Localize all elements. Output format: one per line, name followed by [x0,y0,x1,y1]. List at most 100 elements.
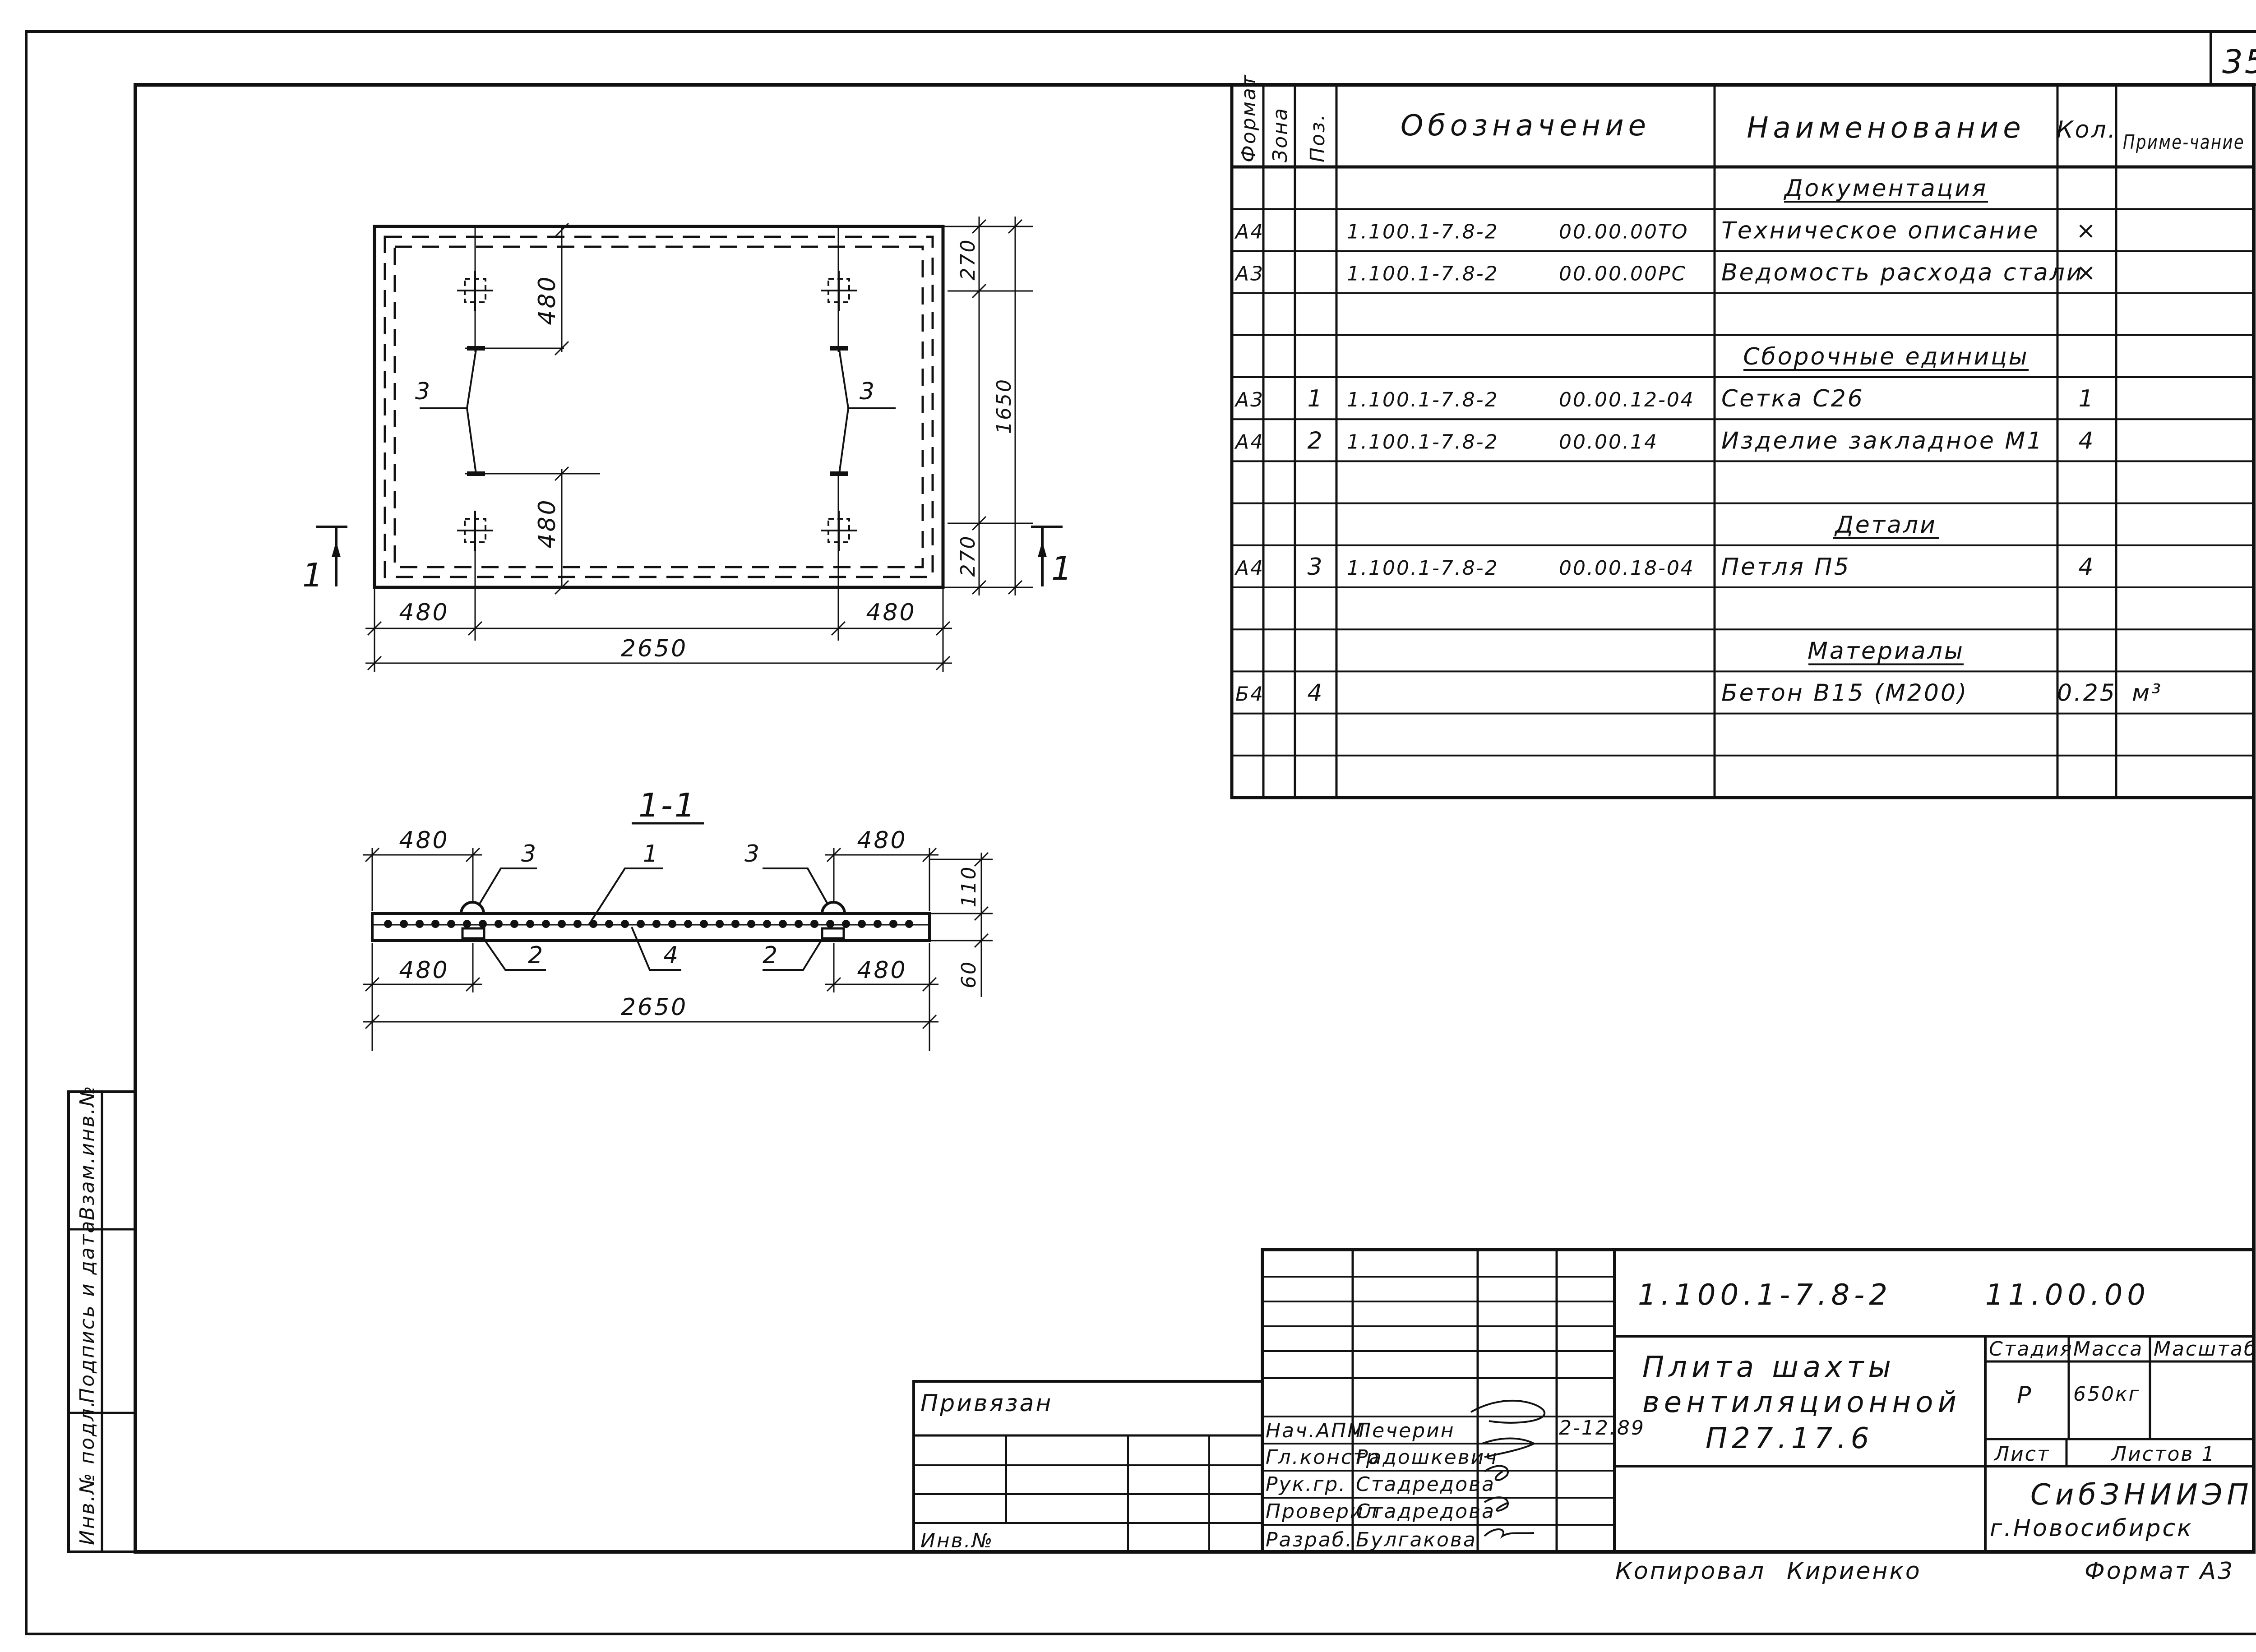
list-label: Лист [1993,1443,2050,1466]
spec-cell-poz: 4 [1307,680,1324,707]
spec-row: Материалы [1808,637,1964,665]
copied-by-label: Копировал [1615,1558,1766,1585]
frame-border [134,83,2256,1554]
spec-cell-format: А4 [1234,430,1264,453]
title-block: Привязан Инв.№ Нач.АПМПечеринГл.констрРа… [912,1248,2256,1554]
stamp-role-row: Разраб.Булгакова [1266,1528,1477,1551]
spec-section-title: Сборочные единицы [1743,343,2029,370]
stamp-date: 2-12.89 [1559,1417,1645,1440]
plan-view: 3 3 480 480 [302,217,1074,672]
plan-dim-bottom: 270 [957,535,980,577]
sheet-number: 35 [2222,43,2256,81]
copier-name: Кириенко [1787,1558,1922,1585]
rebar-dot [826,920,834,928]
spec-header-qty: Кол. [2057,116,2117,143]
spec-cell-qty: × [2076,217,2098,244]
stamp-role: Рук.гр. [1266,1473,1346,1496]
right-dimension-lines [943,217,1033,595]
stamp-person: Радошкевич [1356,1446,1498,1469]
stamp-person: Стадредова [1356,1473,1495,1496]
side-stamp-vzam-inv: Взам.инв.№ [76,1084,99,1220]
signatures [1470,1399,1545,1539]
section-label-2a: 2 [528,942,545,969]
section-dimension-lines [363,847,993,1051]
section-dim-top-right: 480 [857,827,907,854]
spec-cell-name: Сетка С26 [1721,385,1864,412]
section-mark-left: 1 [302,556,325,594]
rebar-dot [431,920,439,928]
rebar-dot [700,920,708,928]
doc-title-line2: вентиляционной [1642,1386,1961,1419]
section-dim-lower: 60 [957,960,980,988]
section-label-3a: 3 [521,840,538,868]
section-label-3b: 3 [744,840,761,868]
rebar-dot [779,920,787,928]
section-title: 1-1 [638,786,697,824]
stamp-row-lines [1262,1276,1614,1526]
section-embed-left [461,927,485,940]
rebar-dot [621,920,629,928]
bottom-dimension-lines [365,541,952,672]
stamp-person: Булгакова [1356,1528,1477,1551]
spec-header-designation: Обозначение [1401,109,1650,143]
plan-callout-left: 3 [415,378,432,405]
spec-cell-note: м³ [2132,680,2163,707]
plan-dim-inner-top: 480 [534,275,561,325]
spec-row: Документация [1784,175,1988,203]
plan-dim-right: 480 [866,599,916,626]
rebar-outline-outer [384,235,934,578]
spec-cell-name: Бетон В15 (М200) [1721,680,1968,707]
rebar-dot [889,920,897,928]
spec-cell-name: Ведомость расхода стали [1721,259,2084,286]
spec-cell-format: А3 [1234,388,1264,411]
rebar-dot [747,920,755,928]
spec-cell-name: Техническое описание [1721,217,2039,244]
spec-cell-code: 1.100.1-7.8-2 [1347,557,1499,580]
callout-leaders [420,349,896,474]
rebar-dot [542,920,550,928]
spec-section-title: Детали [1834,512,1937,539]
spec-cell-sub: 00.00.18-04 [1559,557,1695,580]
spec-header-name: Наименование [1747,111,2025,145]
section-label-4: 4 [663,942,680,969]
spec-header-note: Приме-чание [2123,131,2245,154]
lifting-loops [467,346,848,476]
section-arrow-right [1038,541,1047,557]
rebar-dot [384,920,392,928]
section-mark-right: 1 [1051,549,1074,587]
section-dim-total: 2650 [621,994,688,1021]
doc-sub-code: 11.00.00 [1985,1278,2150,1312]
stamp-role: Нач.АПМ [1266,1419,1366,1442]
spec-header-poz: Поз. [1306,113,1329,162]
stamp-roles: Нач.АПМПечеринГл.констрРадошкевичРук.гр.… [1266,1419,1498,1551]
rebar-dot [905,920,913,928]
plan-dim-top: 270 [957,239,980,281]
stamp-role-row: Рук.гр. Стадредова [1266,1473,1495,1496]
spec-cell-format: А4 [1234,220,1264,243]
rebar-dot [495,920,503,928]
org-name: СибЗНИИЭП [2030,1478,2253,1512]
rebar-dot [526,920,534,928]
rebar-dot [479,920,487,928]
stamp-role: Разраб. [1266,1528,1353,1551]
spec-cell-qty: 4 [2078,427,2095,454]
section-view: 1-1 3 1 3 2 4 2 [363,786,993,1051]
spec-row-lines [1232,208,2254,757]
rebar-dot [842,920,850,928]
rebar-dot [447,920,455,928]
rebar-dot [763,920,771,928]
spec-cell-sub: 00.00.00РС [1559,263,1687,286]
rebar-dot [684,920,692,928]
rebar-dot [874,920,882,928]
rebar-dot [573,920,582,928]
spec-cell-name: Изделие закладное М1 [1721,427,2043,454]
rebar-dot [605,920,613,928]
